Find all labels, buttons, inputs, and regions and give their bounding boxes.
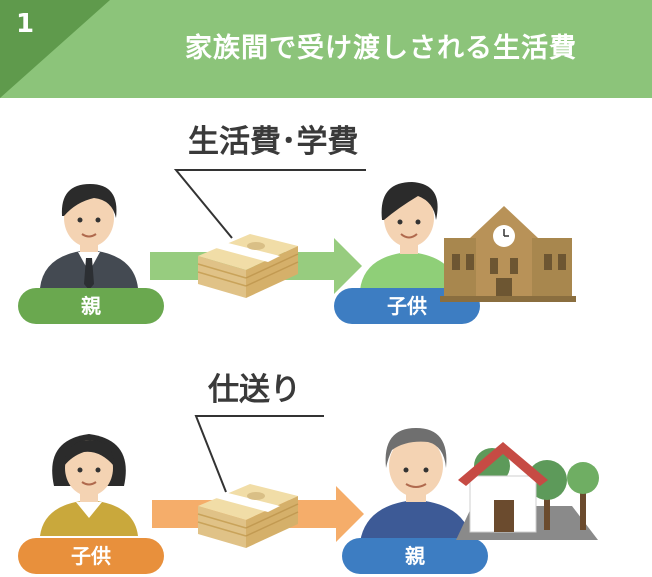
- scene-allowance: 仕送り 子供 親: [0, 336, 652, 576]
- child-woman-icon: [40, 434, 138, 536]
- receiver-label-parent: 親: [342, 538, 488, 574]
- scene-caption: 生活費･学費: [188, 124, 359, 160]
- father-icon: [40, 184, 138, 290]
- header-corner-shape: [0, 0, 110, 98]
- money-bundle-icon: [197, 484, 299, 548]
- giver-label-child: 子供: [18, 538, 164, 574]
- school-building-icon: [440, 206, 576, 302]
- child-icon: [360, 182, 458, 290]
- scene-caption: 仕送り: [208, 372, 301, 408]
- scene-living-expenses: 生活費･学費 親 子供: [0, 98, 652, 338]
- caption-leader-line: [194, 415, 324, 493]
- house-icon: [456, 442, 599, 540]
- caption-leader-line: [173, 169, 366, 239]
- giver-label-parent: 親: [18, 288, 164, 324]
- elderly-parent-icon: [360, 428, 472, 542]
- section-number: 1: [15, 9, 35, 39]
- money-bundle-icon: [197, 234, 299, 298]
- page-title: 家族間で受け渡しされる生活費: [185, 33, 577, 64]
- header-banner: 1 家族間で受け渡しされる生活費: [0, 0, 652, 98]
